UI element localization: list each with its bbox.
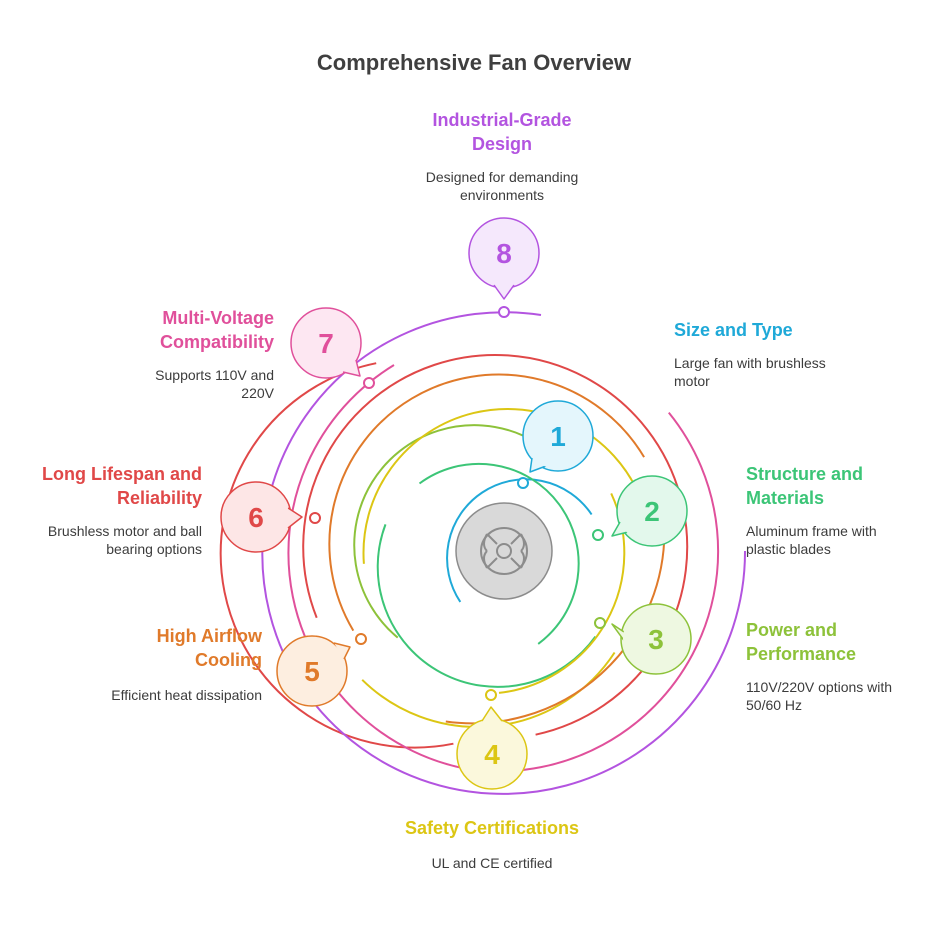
ring-3 (376, 524, 597, 688)
marker-7-number: 7 (318, 328, 334, 359)
connector-dot-2 (592, 529, 604, 541)
connector-dot-5 (355, 633, 367, 645)
ring-12 (478, 411, 720, 773)
ring-15 (261, 311, 542, 674)
connector-dot-8 (498, 306, 510, 318)
center-hub (455, 502, 553, 600)
ring-4 (353, 424, 524, 639)
item-4-description: UL and CE certified (431, 855, 553, 871)
marker-8-number: 8 (496, 238, 512, 269)
item-8-description: Designed for demanding environments (425, 169, 579, 203)
ring-8 (328, 373, 645, 632)
ring-1 (446, 478, 593, 603)
marker-3-number: 3 (648, 624, 664, 655)
item-1-description: Large fan with brushless motor (674, 355, 826, 389)
ring-6 (362, 407, 642, 564)
marker-2: 2 (611, 475, 688, 547)
marker-6-number: 6 (248, 502, 264, 533)
marker-7: 7 (290, 307, 362, 379)
item-7-title: Multi-Voltage Compatibility (159, 308, 274, 352)
item-4-title: Safety Certifications (404, 818, 580, 838)
connector-dot-1 (517, 477, 529, 489)
item-5-title: High Airflow Cooling (156, 626, 262, 670)
item-2-description: Aluminum frame with plastic blades (746, 523, 877, 557)
marker-1-number: 1 (550, 421, 566, 452)
marker-4: 4 (456, 706, 528, 790)
item-1-title: Size and Type (674, 320, 793, 340)
item-3-description: 110V/220V options with 50/60 Hz (746, 679, 893, 713)
item-8-title: Industrial-Grade Design (432, 110, 572, 154)
item-6-description: Brushless motor and ball bearing options (47, 523, 202, 557)
item-5-description: Efficient heat dissipation (111, 687, 262, 703)
ring-14 (292, 550, 747, 795)
connector-dot-4 (485, 689, 497, 701)
ring-2 (418, 462, 580, 645)
ring-13 (287, 364, 477, 772)
item-3-title: Power and Performance (746, 620, 857, 664)
item-2-title: Structure and Materials (746, 464, 864, 508)
connector-dot-3 (594, 617, 606, 629)
connector-dot-6 (309, 512, 321, 524)
marker-5: 5 (276, 635, 351, 707)
marker-3: 3 (611, 603, 692, 675)
marker-1: 1 (522, 400, 594, 473)
page-title: Comprehensive Fan Overview (316, 50, 632, 75)
ring-10 (219, 362, 454, 749)
item-7-description: Supports 110V and 220V (155, 367, 274, 401)
marker-5-number: 5 (304, 656, 320, 687)
item-6-title: Long Lifespan and Reliability (42, 464, 202, 508)
connector-dot-7 (363, 377, 375, 389)
marker-4-number: 4 (484, 739, 500, 770)
marker-2-number: 2 (644, 496, 660, 527)
marker-8: 8 (468, 217, 540, 300)
fan-icon (480, 527, 528, 575)
marker-6: 6 (220, 481, 303, 553)
